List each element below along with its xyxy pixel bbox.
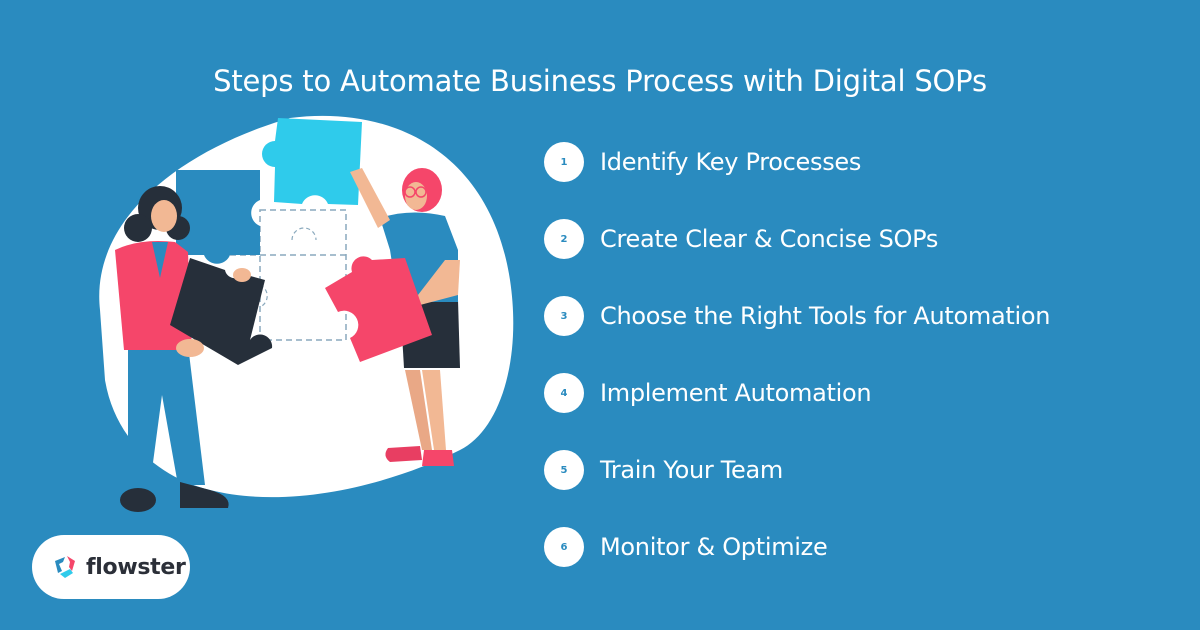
step-item-4: 4 Implement Automation xyxy=(544,373,872,413)
page-title: Steps to Automate Business Process with … xyxy=(213,64,987,98)
step-number-badge: 6 xyxy=(544,527,584,567)
flowster-logo: flowster xyxy=(32,535,190,599)
step-item-2: 2 Create Clear & Concise SOPs xyxy=(544,219,938,259)
step-item-3: 3 Choose the Right Tools for Automation xyxy=(544,296,1050,336)
step-label: Create Clear & Concise SOPs xyxy=(600,225,939,253)
step-label: Choose the Right Tools for Automation xyxy=(600,302,1051,330)
step-number-badge: 4 xyxy=(544,373,584,413)
step-item-6: 6 Monitor & Optimize xyxy=(544,527,828,567)
step-item-5: 5 Train Your Team xyxy=(544,450,783,490)
step-number-badge: 3 xyxy=(544,296,584,336)
step-number-badge: 2 xyxy=(544,219,584,259)
step-label: Monitor & Optimize xyxy=(600,533,828,561)
step-item-1: 1 Identify Key Processes xyxy=(544,142,861,182)
brand-name: flowster xyxy=(86,554,186,580)
step-label: Identify Key Processes xyxy=(600,148,862,176)
step-label: Train Your Team xyxy=(600,456,784,484)
flowster-logo-icon xyxy=(55,556,75,578)
step-label: Implement Automation xyxy=(600,379,872,407)
step-number-badge: 5 xyxy=(544,450,584,490)
puzzle-team-illustration xyxy=(60,110,530,530)
step-number-badge: 1 xyxy=(544,142,584,182)
